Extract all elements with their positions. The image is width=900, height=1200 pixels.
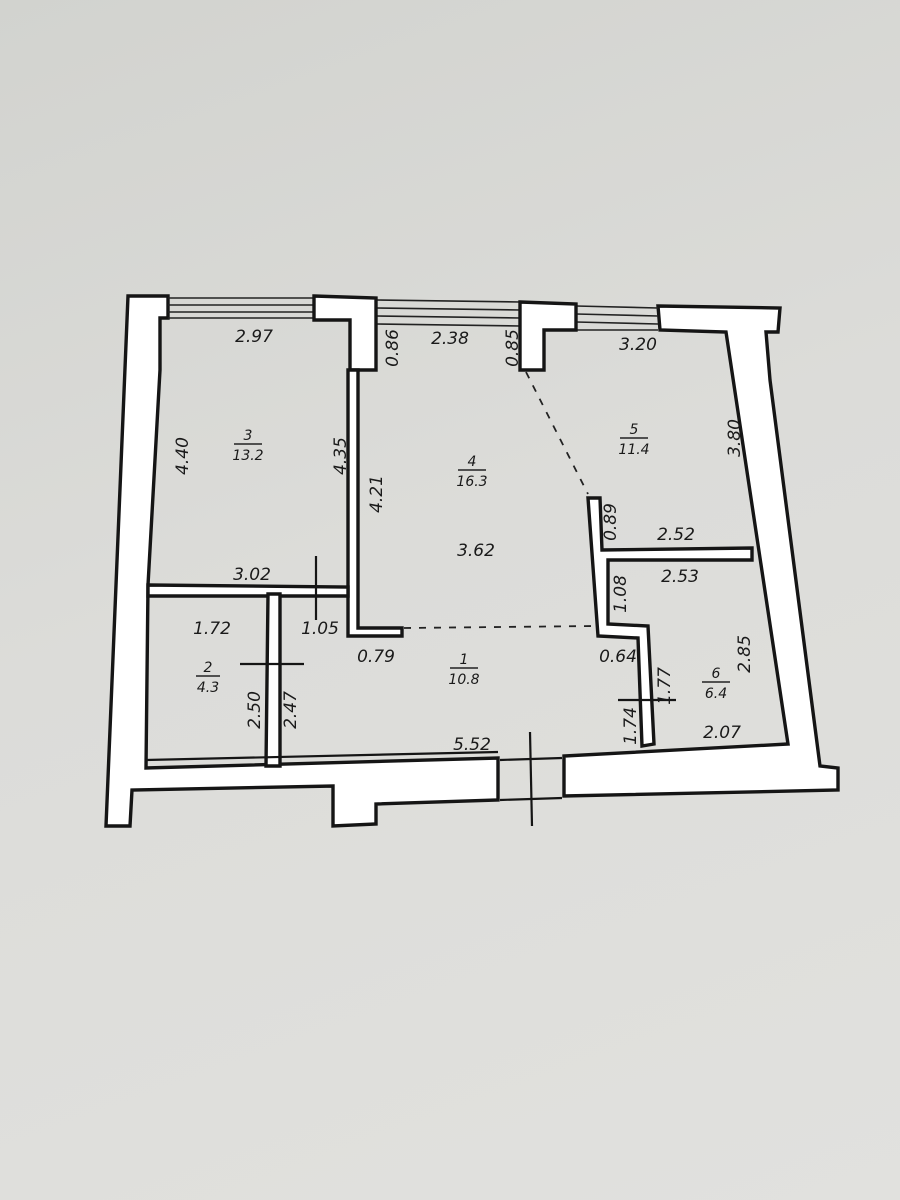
wall-room2-right [264, 592, 282, 768]
wall-room5-left [586, 496, 754, 748]
svg-text:4.3: 4.3 [197, 680, 219, 696]
entrance-door [499, 731, 563, 827]
dim-r1-bottom: 5.52 [453, 735, 491, 755]
dim-r3-top: 2.97 [235, 327, 273, 347]
room-label-3: 3 13.2 [232, 428, 263, 464]
dim-r1-pier-left: 0.79 [357, 647, 395, 667]
dim-r6-left: 1.08 [611, 575, 631, 613]
exterior-wall [104, 294, 500, 828]
dim-r3-left: 4.40 [173, 437, 193, 475]
dim-r4-middle: 3.62 [457, 541, 495, 561]
svg-text:5: 5 [630, 422, 639, 438]
dim-r3-right: 4.35 [331, 437, 351, 475]
divider-dashed-horizontal [403, 625, 597, 629]
svg-text:11.4: 11.4 [618, 442, 649, 458]
dim-r4-top: 2.38 [431, 329, 469, 349]
svg-text:10.8: 10.8 [448, 672, 479, 688]
dim-r1-right-a: 1.77 [655, 667, 675, 705]
exterior-wall-right [562, 304, 840, 798]
svg-text:1: 1 [460, 652, 469, 668]
wall-room3-bottom [146, 583, 350, 598]
window-top-left [168, 297, 314, 319]
dim-r2-top: 1.72 [193, 619, 231, 639]
dim-r4-pier-left: 0.86 [383, 329, 403, 367]
dim-r1-right-b: 1.74 [621, 707, 641, 745]
room-label-5: 5 11.4 [618, 422, 649, 458]
dim-r1-pier-right: 0.64 [599, 647, 637, 667]
dim-r6-top: 2.53 [661, 567, 699, 587]
dim-r4-left: 4.21 [367, 475, 387, 513]
dim-r6-right: 2.85 [735, 635, 755, 673]
svg-text:2: 2 [204, 660, 213, 676]
dim-r4-pier-right: 0.85 [503, 329, 523, 367]
svg-text:4: 4 [468, 454, 477, 470]
window-top-right [575, 305, 659, 331]
room-label-2: 2 4.3 [196, 660, 220, 696]
dim-r5-bottom: 2.52 [657, 525, 695, 545]
pier-right [518, 300, 578, 372]
dim-r1-top-left: 1.05 [301, 619, 339, 639]
pier-left [312, 294, 378, 372]
svg-text:6: 6 [712, 666, 721, 682]
svg-text:3: 3 [244, 428, 253, 444]
dim-r5-top: 3.20 [619, 335, 657, 355]
svg-text:6.4: 6.4 [705, 686, 727, 702]
dim-r6-bottom: 2.07 [703, 723, 741, 743]
window-top-middle [375, 299, 521, 327]
wall-room3-room4 [346, 368, 404, 638]
dim-r3-bottom: 3.02 [233, 565, 271, 585]
room-label-4: 4 16.3 [456, 454, 487, 490]
dim-r5-pier: 0.89 [601, 503, 621, 541]
room-label-6: 6 6.4 [702, 666, 730, 702]
svg-text:16.3: 16.3 [456, 474, 487, 490]
dim-r2-right: 2.47 [281, 691, 301, 729]
svg-text:13.2: 13.2 [232, 448, 263, 464]
wall-room1-bottom-inner [145, 750, 499, 762]
divider-dashed-diagonal [525, 371, 589, 495]
dim-r5-right: 3.80 [725, 419, 745, 457]
dim-r2-left: 2.50 [245, 691, 265, 729]
room-label-1: 1 10.8 [448, 652, 479, 688]
